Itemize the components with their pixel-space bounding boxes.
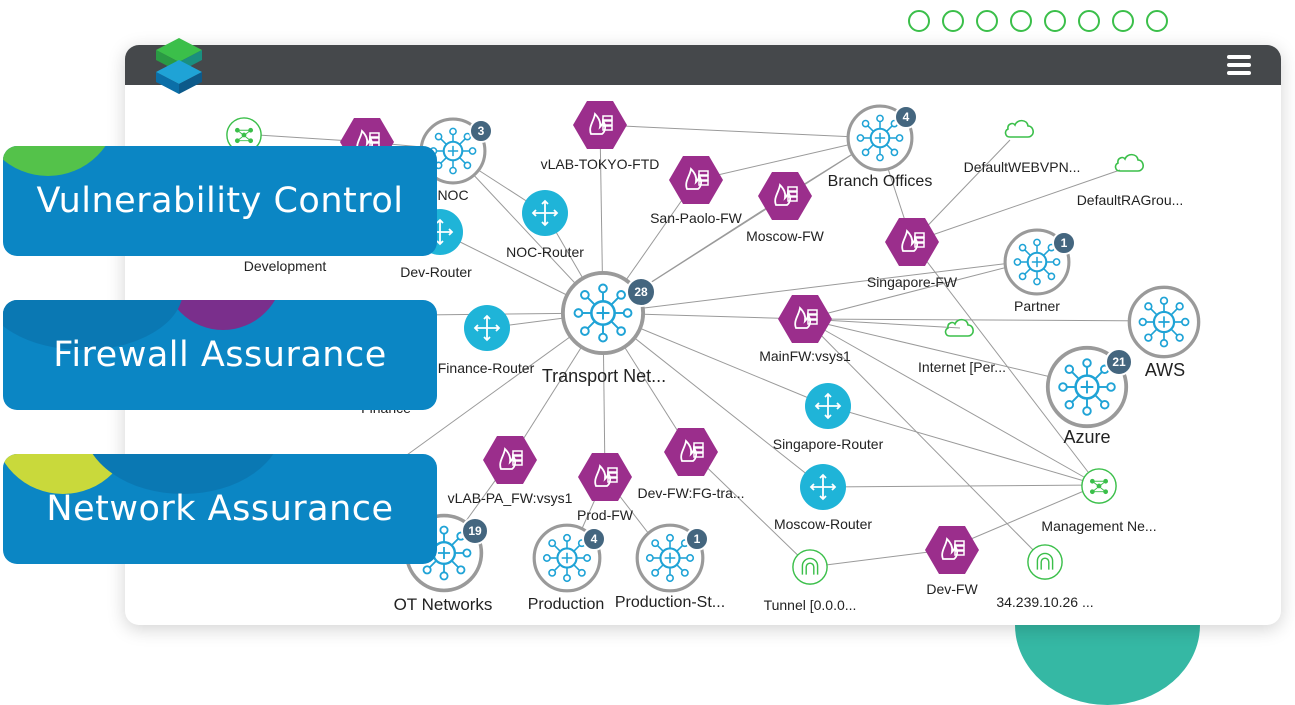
node-label: Production bbox=[528, 596, 605, 613]
group-node-production-st[interactable]: 1 Production-St... bbox=[615, 523, 725, 611]
group-node-ot-networks[interactable]: 19 OT Networks bbox=[394, 513, 493, 614]
ip-node-34[interactable]: 34.239.10.26 ... bbox=[996, 544, 1094, 610]
dot-icon bbox=[1146, 10, 1168, 32]
hamburger-menu-icon[interactable] bbox=[1227, 55, 1251, 75]
node-label: NOC-Router bbox=[506, 244, 584, 260]
node-label: 34.239.10.26 ... bbox=[996, 594, 1093, 610]
firewall-node-mainfw[interactable]: MainFW:vsys1 bbox=[759, 294, 851, 364]
card-label: Firewall Assurance bbox=[53, 335, 387, 375]
cloud-node-internet[interactable]: Internet [Per... bbox=[918, 318, 1006, 375]
mesh-node-management[interactable]: Management Ne... bbox=[1041, 468, 1157, 534]
node-label: Internet [Per... bbox=[918, 359, 1006, 375]
node-label: vLAB-PA_FW:vsys1 bbox=[448, 490, 573, 506]
node-label: Moscow-Router bbox=[774, 516, 872, 532]
node-label: Singapore-Router bbox=[773, 436, 884, 452]
group-node-aws[interactable]: AWS bbox=[1127, 285, 1201, 380]
node-label: Branch Offices bbox=[828, 173, 933, 190]
node-label: Finance-Router bbox=[438, 360, 535, 376]
node-label: Azure bbox=[1063, 427, 1110, 447]
dot-icon bbox=[1078, 10, 1100, 32]
card-network-assurance[interactable]: Network Assurance bbox=[3, 454, 437, 564]
node-label: MainFW:vsys1 bbox=[759, 348, 851, 364]
firewall-node-dev-fw[interactable]: Dev-FW bbox=[924, 525, 980, 597]
group-node-noc[interactable]: 3 NOC bbox=[419, 117, 493, 203]
node-label: Development bbox=[244, 258, 327, 274]
node-label: OT Networks bbox=[394, 595, 493, 614]
router-node-singapore[interactable]: Singapore-Router bbox=[773, 382, 884, 452]
dot-icon bbox=[1112, 10, 1134, 32]
firewall-node-vlab-tokyo[interactable]: vLAB-TOKYO-FTD bbox=[541, 100, 660, 172]
node-label: Dev-Router bbox=[400, 264, 472, 280]
node-label: AWS bbox=[1145, 360, 1185, 380]
node-label: Singapore-FW bbox=[867, 274, 958, 290]
dot-icon bbox=[942, 10, 964, 32]
node-label: DefaultRAGrou... bbox=[1077, 192, 1184, 208]
badge-count: 4 bbox=[903, 110, 910, 124]
badge-count: 4 bbox=[591, 532, 598, 546]
node-label: NOC bbox=[437, 187, 468, 203]
firewall-node-vlab-pa[interactable]: vLAB-PA_FW:vsys1 bbox=[448, 435, 573, 506]
badge-count: 3 bbox=[478, 124, 485, 138]
card-label: Vulnerability Control bbox=[36, 181, 404, 221]
card-vulnerability-control[interactable]: Vulnerability Control bbox=[3, 146, 437, 256]
badge-count: 1 bbox=[1061, 236, 1068, 250]
group-node-azure[interactable]: 21 Azure bbox=[1045, 345, 1133, 447]
dot-icon bbox=[1044, 10, 1066, 32]
router-node-moscow[interactable]: Moscow-Router bbox=[774, 463, 872, 532]
node-label: San-Paolo-FW bbox=[650, 210, 743, 226]
router-node-dev[interactable]: Dev-Router bbox=[400, 208, 472, 280]
badge-count: 21 bbox=[1112, 355, 1126, 369]
node-label: Production-St... bbox=[615, 594, 725, 611]
node-label: Partner bbox=[1014, 298, 1060, 314]
dot-icon bbox=[1010, 10, 1032, 32]
node-label: Management Ne... bbox=[1041, 518, 1156, 534]
firewall-node-dev-fg[interactable]: Dev-FW:FG-tra... bbox=[637, 427, 745, 501]
router-node-finance[interactable]: Finance-Router bbox=[438, 304, 535, 376]
title-bar bbox=[125, 45, 1281, 85]
firewall-node-prod[interactable]: Prod-FW bbox=[577, 452, 634, 523]
badge-count: 1 bbox=[694, 532, 701, 546]
badge-count: 28 bbox=[634, 285, 648, 299]
node-label: Dev-FW bbox=[926, 581, 978, 597]
node-label: Transport Net... bbox=[542, 366, 666, 386]
badge-count: 19 bbox=[468, 524, 482, 538]
cloud-node-ragrou[interactable]: DefaultRAGrou... bbox=[1077, 153, 1184, 208]
group-node-production[interactable]: 4 Production bbox=[528, 523, 606, 613]
card-label: Network Assurance bbox=[46, 489, 394, 529]
node-label: Moscow-FW bbox=[746, 228, 825, 244]
firewall-node-moscow[interactable]: Moscow-FW bbox=[746, 171, 825, 244]
node-label: Dev-FW:FG-tra... bbox=[637, 485, 744, 501]
group-node-transport[interactable]: 28 Transport Net... bbox=[542, 270, 666, 386]
node-label: Prod-FW bbox=[577, 507, 634, 523]
group-node-partner[interactable]: 1 Partner bbox=[1003, 228, 1076, 314]
group-node-branch-offices[interactable]: 4 Branch Offices bbox=[828, 104, 933, 190]
mesh-node-development[interactable]: Development bbox=[226, 117, 327, 274]
decorative-dots bbox=[908, 10, 1168, 32]
firewall-node-singapore[interactable]: Singapore-FW bbox=[867, 217, 958, 290]
router-node-noc[interactable]: NOC-Router bbox=[506, 189, 584, 260]
brand-logo-icon bbox=[156, 38, 202, 94]
node-label: Tunnel [0.0.0... bbox=[764, 597, 857, 613]
dot-icon bbox=[908, 10, 930, 32]
node-label: vLAB-TOKYO-FTD bbox=[541, 156, 660, 172]
firewall-node-san-paolo[interactable]: San-Paolo-FW bbox=[650, 155, 743, 226]
tunnel-node[interactable]: Tunnel [0.0.0... bbox=[764, 549, 857, 613]
dot-icon bbox=[976, 10, 998, 32]
cloud-node-webvpn[interactable]: DefaultWEBVPN... bbox=[964, 119, 1081, 175]
node-label: DefaultWEBVPN... bbox=[964, 159, 1081, 175]
card-firewall-assurance[interactable]: Firewall Assurance bbox=[3, 300, 437, 410]
